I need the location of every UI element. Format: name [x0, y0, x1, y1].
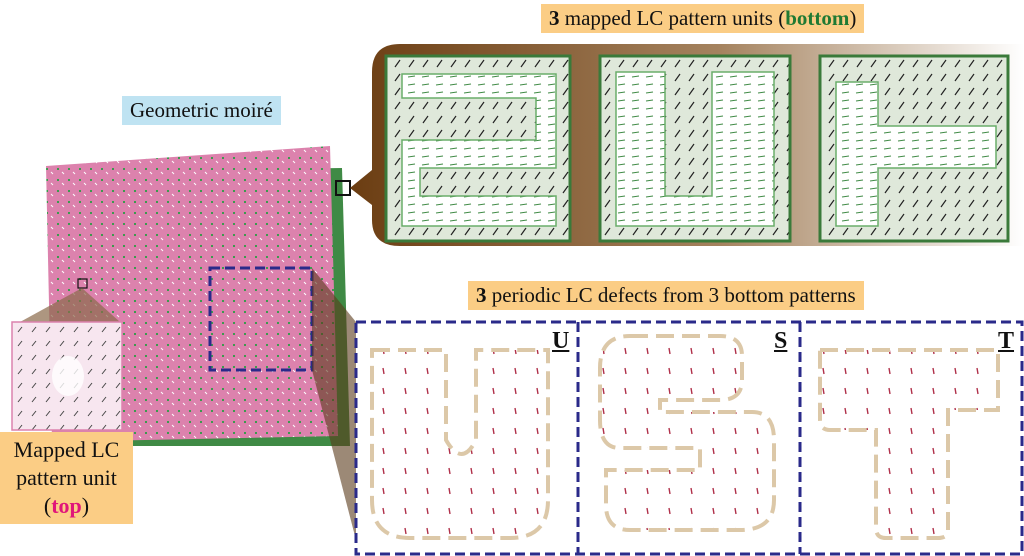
defect-panels: [354, 320, 1024, 556]
defect-s-outline: [598, 334, 776, 532]
moire-label: Geometric moiré: [122, 96, 281, 125]
bottom-units-text: mapped LC pattern units (: [559, 6, 786, 30]
bottom-units-count: 3: [549, 6, 560, 30]
bottom-panel-u: [598, 54, 792, 243]
bottom-panel-s: [384, 54, 572, 243]
defect-u-outline: [370, 348, 550, 540]
top-unit-callout: [20, 288, 120, 322]
top-unit-marker: [77, 278, 88, 289]
top-unit-label: Mapped LC pattern unit (top): [0, 432, 133, 524]
defect-letter-t: T: [998, 328, 1015, 354]
top-unit-center: [52, 356, 84, 396]
paren-open: (: [43, 493, 52, 518]
defect-t-outline: [818, 348, 1000, 540]
defects-count: 3: [476, 283, 487, 307]
bottom-units-title: 3 mapped LC pattern units (bottom): [541, 4, 865, 33]
defect-letter-u: U: [552, 328, 570, 354]
top-unit-line3: (top): [8, 492, 125, 520]
defect-callout: [312, 268, 356, 540]
top-unit-line2: pattern unit: [16, 465, 117, 490]
bottom-panel-t: [818, 54, 1010, 243]
defects-text: periodic LC defects from 3 bottom patter…: [486, 283, 856, 307]
bottom-highlight: bottom: [785, 6, 850, 30]
defects-title: 3 periodic LC defects from 3 bottom patt…: [468, 281, 864, 310]
defect-letter-s: S: [774, 328, 788, 354]
top-unit-line1: Mapped LC: [13, 437, 120, 462]
bottom-units-close: ): [849, 6, 857, 30]
top-highlight: top: [51, 493, 82, 518]
paren-close: ): [81, 493, 90, 518]
moire-sheet: [46, 146, 350, 446]
